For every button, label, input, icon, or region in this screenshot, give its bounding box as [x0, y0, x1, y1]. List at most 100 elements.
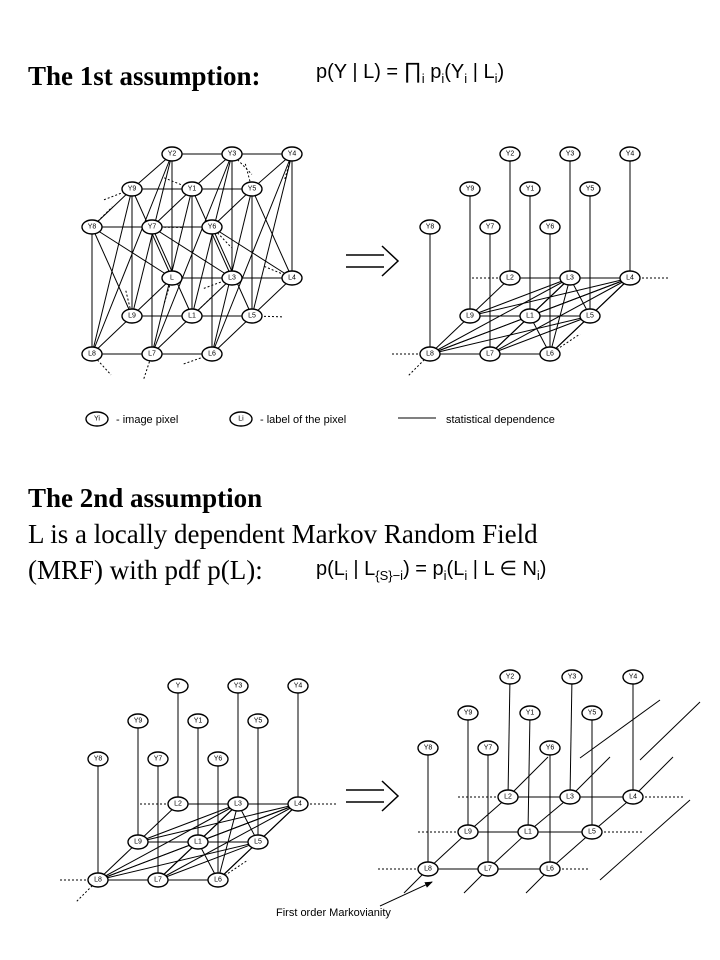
label-node-l1: L1	[519, 308, 541, 324]
label-node-l1: L1	[181, 308, 203, 324]
svg-text:L8: L8	[426, 351, 434, 358]
svg-text:Y6: Y6	[546, 224, 555, 231]
svg-text:Y: Y	[176, 683, 181, 690]
svg-text:Y1: Y1	[526, 186, 535, 193]
label-node-l3: L3	[559, 789, 581, 805]
dependence-edge	[579, 699, 661, 759]
svg-text:L3: L3	[234, 801, 242, 808]
svg-text:Y6: Y6	[546, 745, 555, 752]
svg-text:L7: L7	[148, 351, 156, 358]
label-node-l7: L7	[479, 346, 501, 362]
pixel-node-y4: Y4	[619, 146, 641, 162]
dependence-edge	[157, 841, 199, 881]
svg-text:L2: L2	[504, 794, 512, 801]
formula1-product-index: i	[421, 71, 425, 86]
label-node-l9: L9	[459, 308, 481, 324]
label-node-l6: L6	[539, 861, 561, 877]
pixel-node-y9: Y9	[121, 181, 143, 197]
label-node-l5: L5	[241, 308, 263, 324]
dependence-edge	[527, 712, 531, 833]
dependence-edge	[549, 315, 591, 355]
legend: Yi - image pixel Li - label of the pixel…	[85, 411, 555, 427]
svg-text:Y3: Y3	[234, 683, 243, 690]
formula-first-assumption: p(Y | L) = ∏i pi(Yi | Li)	[316, 58, 504, 86]
svg-text:L6: L6	[546, 351, 554, 358]
dependence-edge	[489, 315, 591, 355]
svg-text:L4: L4	[629, 794, 637, 801]
legend-pixel-text: - image pixel	[116, 414, 178, 426]
label-node-l7: L7	[141, 346, 163, 362]
formula1-product: ∏	[403, 58, 422, 83]
pixel-node-y1: Y1	[519, 181, 541, 197]
annotation-text: First order Markovianity	[276, 907, 391, 919]
dependence-edge	[251, 153, 293, 317]
body-line-1: L is a locally dependent Markov Random F…	[28, 519, 538, 549]
svg-text:L8: L8	[424, 866, 432, 873]
heading-first-assumption: The 1st assumption:	[28, 61, 261, 91]
label-node-l8: L8	[81, 346, 103, 362]
pixel-node-y2: Y2	[161, 146, 183, 162]
formula1-rhs-p: p	[430, 61, 442, 83]
dependence-edge	[137, 803, 239, 843]
svg-text:L5: L5	[254, 839, 262, 846]
svg-text:Y3: Y3	[568, 674, 577, 681]
svg-text:Y7: Y7	[486, 224, 495, 231]
pixel-node-y6: Y6	[207, 751, 229, 767]
formula2-mid-sub: i	[443, 568, 447, 583]
svg-text:L8: L8	[88, 351, 96, 358]
svg-text:L1: L1	[524, 829, 532, 836]
dependence-edge	[427, 831, 469, 870]
dependence-edge	[569, 676, 573, 798]
label-node-l7: L7	[477, 861, 499, 877]
dependence-edge	[91, 226, 173, 279]
pixel-node-y7: Y7	[479, 219, 501, 235]
pixel-node-y7: Y7	[147, 751, 169, 767]
dependence-edge	[569, 756, 611, 798]
dependence-edge	[507, 756, 549, 798]
svg-text:L2: L2	[174, 801, 182, 808]
dependence-edge	[632, 756, 674, 798]
label-node-l4: L4	[281, 270, 303, 286]
dependence-edge	[639, 701, 701, 761]
pixel-node-y8: Y8	[417, 740, 439, 756]
svg-text:Y1: Y1	[194, 718, 203, 725]
label-node-l3: L3	[221, 270, 243, 286]
svg-text:L7: L7	[486, 351, 494, 358]
svg-text:L4: L4	[626, 275, 634, 282]
label-node-l2: L2	[497, 789, 519, 805]
formula1-bar: | L	[467, 61, 495, 83]
dependence-edge	[157, 841, 259, 881]
label-node-l5: L5	[581, 824, 603, 840]
pixel-node-y2: Y2	[499, 669, 521, 685]
pixel-node-y3: Y3	[227, 678, 249, 694]
formula1-close: )	[497, 61, 505, 83]
svg-text:Y9: Y9	[464, 710, 473, 717]
svg-text:Y8: Y8	[88, 224, 97, 231]
formula2-mid: ) = p	[403, 558, 444, 580]
svg-text:Y4: Y4	[626, 151, 635, 158]
svg-text:Y6: Y6	[214, 756, 223, 763]
label-node-l4: L4	[622, 789, 644, 805]
svg-text:Y9: Y9	[466, 186, 475, 193]
svg-text:Y1: Y1	[526, 710, 535, 717]
dependence-edge	[599, 799, 691, 881]
formula1-l-sub: i	[494, 71, 498, 86]
label-node-l8: L8	[419, 346, 441, 362]
dependence-edge	[489, 315, 531, 355]
formula2-rhs-sub: i	[464, 568, 468, 583]
svg-text:L6: L6	[208, 351, 216, 358]
formula2-bar: | L	[347, 558, 376, 580]
svg-text:L7: L7	[154, 877, 162, 884]
pixel-node-y8: Y8	[419, 219, 441, 235]
svg-text:L9: L9	[464, 829, 472, 836]
dependence-edge	[97, 841, 139, 881]
dependence-edge	[429, 315, 531, 355]
pixel-node-y3: Y3	[561, 669, 583, 685]
dependence-edge	[469, 277, 571, 317]
svg-text:L5: L5	[586, 313, 594, 320]
svg-text:L3: L3	[566, 275, 574, 282]
svg-text:Y4: Y4	[294, 683, 303, 690]
annotation-arrow	[379, 881, 433, 907]
